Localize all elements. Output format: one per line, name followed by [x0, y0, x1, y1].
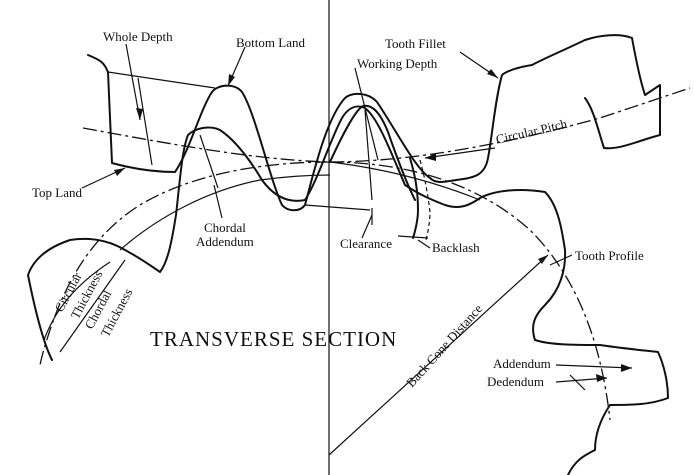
label-backlash: Backlash: [432, 240, 480, 255]
label-bottom-land: Bottom Land: [236, 35, 305, 50]
chordal-addendum-dimension: [199, 134, 219, 189]
lower-pitch-circle: [39, 161, 330, 366]
upper-tooth-flank-inner: [329, 104, 416, 201]
addendum-leader: [555, 364, 633, 369]
backlash-leader: [417, 239, 431, 249]
working-depth-dimension: [364, 109, 373, 201]
backlash-dashed-profile: [419, 159, 431, 241]
chordal-thickness-line: [59, 259, 126, 353]
label-tooth-profile: Tooth Profile: [575, 248, 644, 263]
top-land-arrowhead: [114, 168, 125, 176]
lower-pitch-circle-right: [328, 161, 611, 421]
label-dedendum: Dedendum: [487, 374, 544, 389]
tooth-fillet-arrowhead: [487, 69, 498, 78]
label-chordal-addendum: Addendum: [196, 234, 254, 249]
whole-depth-dimension: [137, 77, 153, 166]
label-chordal: Chordal: [204, 220, 246, 235]
chordal-addendum-leader: [213, 184, 223, 219]
label-addendum-lower: Addendum: [493, 356, 551, 371]
lower-gear-outline: [27, 105, 669, 475]
circular-pitch-leader: [424, 147, 496, 159]
root-arc-lower: [329, 161, 481, 201]
whole-depth-arrowhead: [136, 108, 143, 120]
upper-gear-outline: [87, 34, 661, 212]
circular-pitch-line: [82, 87, 691, 163]
whole-depth-extension: [107, 71, 216, 89]
whole-depth-leader: [125, 43, 141, 121]
clearance-leader: [361, 214, 373, 239]
working-depth-leader: [354, 67, 379, 161]
dedendum-arrowhead: [596, 374, 607, 382]
label-working-depth: Working Depth: [357, 56, 438, 71]
clearance-line: [304, 204, 371, 211]
backlash-dimension: [397, 235, 429, 239]
addendum-arrowhead: [621, 364, 632, 372]
circular-thickness-arc: [43, 261, 111, 341]
label-whole-depth: Whole Depth: [103, 29, 173, 44]
tooth-profile-leader: [549, 254, 573, 266]
back-cone-line: [328, 254, 549, 456]
label-tooth-fillet: Tooth Fillet: [385, 36, 446, 51]
label-clearance: Clearance: [340, 236, 392, 251]
circular-pitch-arrowhead: [425, 153, 436, 161]
diagram-title: TRANSVERSE SECTION: [150, 327, 397, 351]
back-cone-arrowhead: [538, 255, 548, 264]
label-circular-pitch: Circular Pitch: [494, 116, 569, 147]
label-back-cone-distance: Back Cone Distance: [403, 301, 485, 390]
addendum-circle-lower: [119, 174, 331, 251]
bottom-land-arrowhead: [228, 74, 235, 86]
label-top-land: Top Land: [32, 185, 82, 200]
dedendum-tick: [569, 374, 586, 391]
tooth-profile-offset: [409, 157, 419, 239]
